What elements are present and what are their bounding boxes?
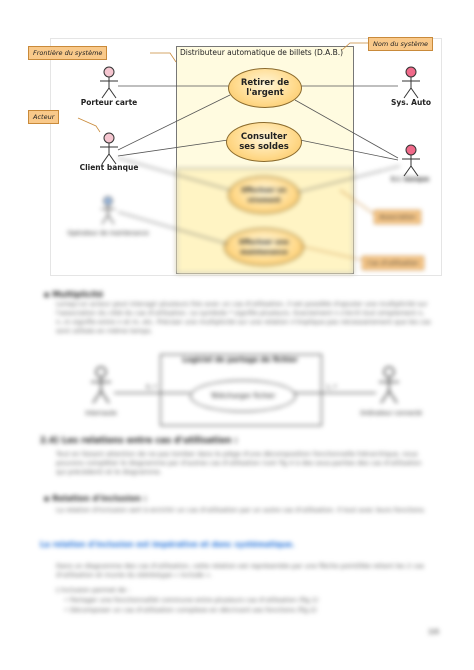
use-case-maintenance: Effectuer une maintenance [224,228,304,266]
use-case-retirer-label: Retirer de l'argent [240,78,290,98]
actor-sys-auto-icon [402,66,420,99]
actor-client-icon [100,132,118,165]
paragraph-inclusion: La relation d'inclusion sert à enrichir … [56,506,426,514]
actor-internaute-icon [91,366,111,404]
actor-si-banque-icon [402,144,420,177]
use-case-virement: Effectuer un virement [228,176,300,214]
use-case-maintenance-label: Effectuer une maintenance [239,238,289,256]
subheading-multiplicite-text: Multiplicité [52,290,104,299]
bullet-square-icon: ▪ [44,290,50,299]
subheading-inclusion-text: Relation d'inclusion : [52,494,147,503]
bullet-item-2: • Décomposer un cas d'utilisation comple… [64,606,434,615]
actor-si-banque-label: S.I. banque [390,176,430,183]
bullet-item-1: • Partager une fonctionnalité commune en… [64,596,434,605]
figure-partage-title: Logiciel de partage de fichier [182,356,298,364]
use-case-telecharger: Télécharger fichier [190,380,296,412]
actor-operateur-icon [101,196,115,225]
paragraph-uml: Dans un diagramme des cas d'utilisation,… [56,562,425,579]
bullet-icon-2: • [64,606,70,614]
bullet-square-icon-2: ▪ [44,494,50,503]
multiplicity-left: 0..* [146,384,157,391]
paragraph-relations: Tout en faisant attention de ne pas tomb… [56,450,422,476]
use-case-retirer: Retirer de l'argent [228,68,302,108]
paragraph-permet: L'inclusion permet de : [56,586,131,594]
use-case-consulter-label: Consulter ses soldes [239,132,289,152]
actor-client-label: Client banque [79,163,139,172]
paragraph-multiplicite: Lorsqu'un acteur peut interagir plusieur… [56,300,431,335]
multiplicity-right: 1..* [326,384,337,391]
page-number: 3/6 [428,628,440,636]
subheading-inclusion: ▪ Relation d'inclusion : [44,494,147,503]
use-case-virement-label: Effectuer un virement [241,186,287,204]
use-case-telecharger-label: Télécharger fichier [210,392,276,400]
note-frontiere: Frontière du système [28,46,108,60]
lower-lines [117,157,401,261]
actor-ordinateur-label: Ordinateur connecté [360,410,422,417]
note-cas-utilisation: Cas d'utilisation [362,256,424,270]
note-acteur: Acteur [28,110,60,124]
actor-operateur-label: Opérateur de maintenance [67,230,149,237]
use-case-consulter: Consulter ses soldes [226,122,302,162]
actor-porteur-icon [100,66,118,99]
actor-sys-auto-label: Sys. Auto [390,98,432,107]
system-name: Distributeur automatique de billets (D.A… [180,48,344,57]
actor-porteur-label: Porteur carte [80,98,138,107]
actor-internaute-label: Internaute [85,410,117,417]
bullet-item-1-text: Partager une fonctionnalité commune entr… [69,596,319,604]
highlight-inclusion: La relation d'inclusion est impérative e… [40,540,295,549]
section-heading-relations: 2.4) Les relations entre cas d'utilisati… [40,436,238,446]
figure-partage-lines [114,392,376,394]
diagram-lines [77,42,399,161]
bullet-icon: • [64,596,70,604]
note-nom-systeme: Nom du système [368,37,434,51]
actor-ordinateur-icon [379,366,399,404]
note-association: Association [374,210,422,224]
subheading-multiplicite: ▪ Multiplicité [44,290,103,299]
bullet-item-2-text: Décomposer un cas d'utilisation complexe… [69,606,317,614]
